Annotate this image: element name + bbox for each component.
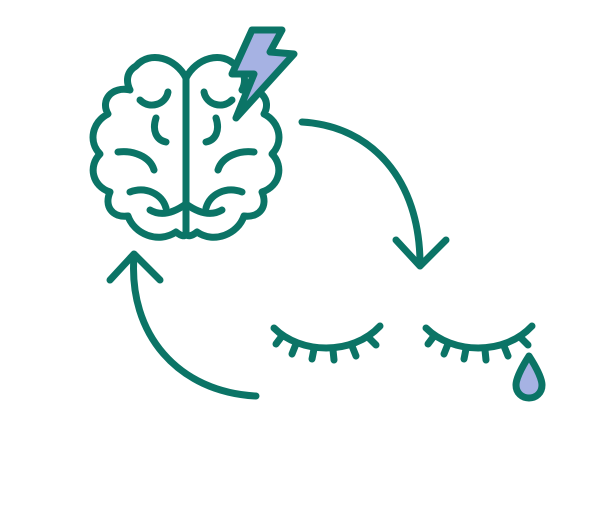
lightning-bolt-icon [228, 26, 298, 122]
brain-icon [89, 54, 283, 241]
cycle-arrow-icon [298, 118, 450, 270]
teardrop-icon [512, 352, 546, 402]
closed-eye-icon [270, 322, 384, 364]
cycle-arrow-icon [106, 250, 260, 400]
closed-eye-tear-icon [422, 322, 536, 364]
